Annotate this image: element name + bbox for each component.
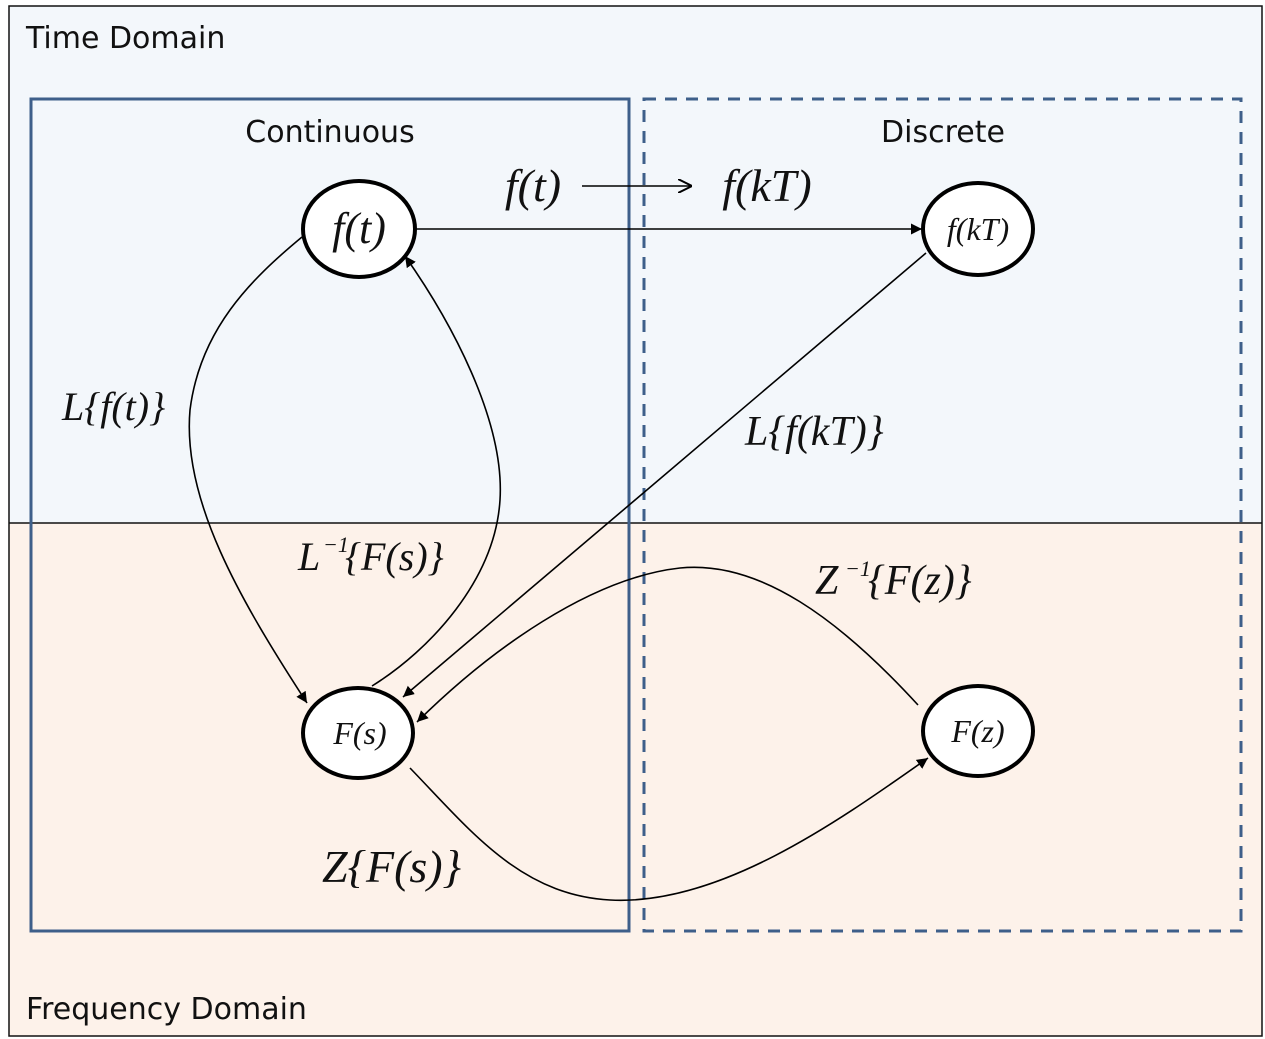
frequency-domain-region <box>9 523 1262 1036</box>
inverse-z-label: Z −1 {F(z)} <box>815 556 972 604</box>
inverse-z-prefix: Z <box>815 558 839 604</box>
edge-laplace-fkt-to-fs <box>402 252 927 698</box>
edge-inverse-laplace-fs-to-ft <box>371 255 502 687</box>
node-fz-label: F(z) <box>950 713 1004 749</box>
laplace-ft-label: L{f(t)} <box>61 384 165 429</box>
inverse-laplace-prefix: L <box>297 534 320 579</box>
edge-laplace-ft-to-fs <box>188 236 308 704</box>
outer-border <box>8 5 1263 1037</box>
frequency-domain-label: Frequency Domain <box>26 992 307 1027</box>
continuous-box <box>29 97 631 933</box>
node-fz: F(z) <box>921 684 1035 778</box>
node-ft-label: f(t) <box>332 204 386 253</box>
inverse-laplace-exponent: −1 <box>323 532 349 557</box>
node-fs-label: F(s) <box>332 715 386 751</box>
node-fkt-label: f(kT) <box>947 211 1009 247</box>
edge-z-fs-to-fz <box>409 757 929 902</box>
inverse-laplace-label: L −1 {F(s)} <box>297 532 444 579</box>
z-transform-label: Z{F(s)} <box>322 841 461 892</box>
node-fkt: f(kT) <box>921 181 1035 277</box>
time-domain-region <box>9 6 1262 523</box>
edge-inverse-z-fz-to-fs <box>416 566 919 723</box>
inverse-z-exponent: −1 <box>845 556 871 581</box>
sampling-from-label: f(t) <box>505 160 561 211</box>
discrete-label: Discrete <box>881 115 1005 150</box>
laplace-fkt-label: L{f(kT)} <box>744 409 884 455</box>
time-domain-label: Time Domain <box>25 21 225 56</box>
node-fs: F(s) <box>301 686 415 780</box>
sampling-to-label: f(kT) <box>722 160 811 211</box>
discrete-box <box>642 97 1243 933</box>
continuous-label: Continuous <box>245 115 414 150</box>
node-ft: f(t) <box>301 179 417 279</box>
inverse-laplace-body: {F(s)} <box>345 534 444 579</box>
inverse-z-body: {F(z)} <box>868 558 972 604</box>
